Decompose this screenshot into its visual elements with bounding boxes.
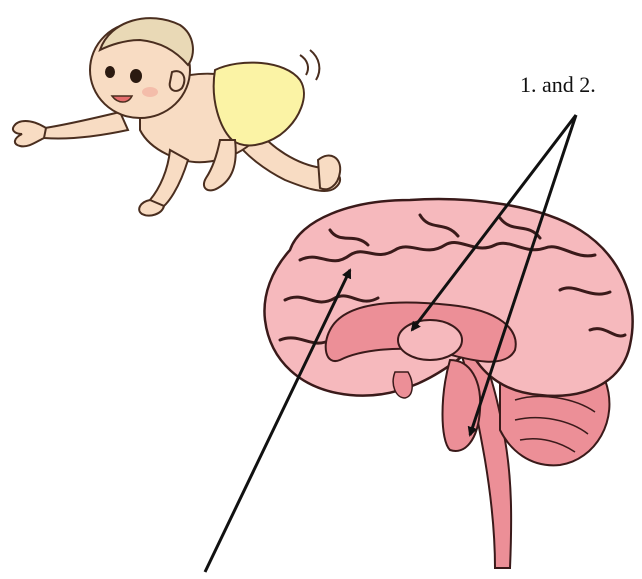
baby-eye-right [130, 69, 142, 83]
callout-label: 1. and 2. [520, 72, 596, 98]
baby-motion-lines [300, 50, 319, 80]
crawling-baby-illustration [13, 18, 340, 215]
baby-reaching-hand [13, 121, 46, 146]
brain-sagittal-section-illustration [264, 199, 632, 568]
baby-eye-left [105, 66, 115, 78]
baby-ear [170, 71, 185, 91]
baby-reaching-arm [40, 112, 128, 139]
baby-cheek [142, 87, 158, 97]
pituitary [393, 372, 412, 398]
baby-diaper [214, 63, 304, 146]
thalamus [398, 320, 462, 360]
